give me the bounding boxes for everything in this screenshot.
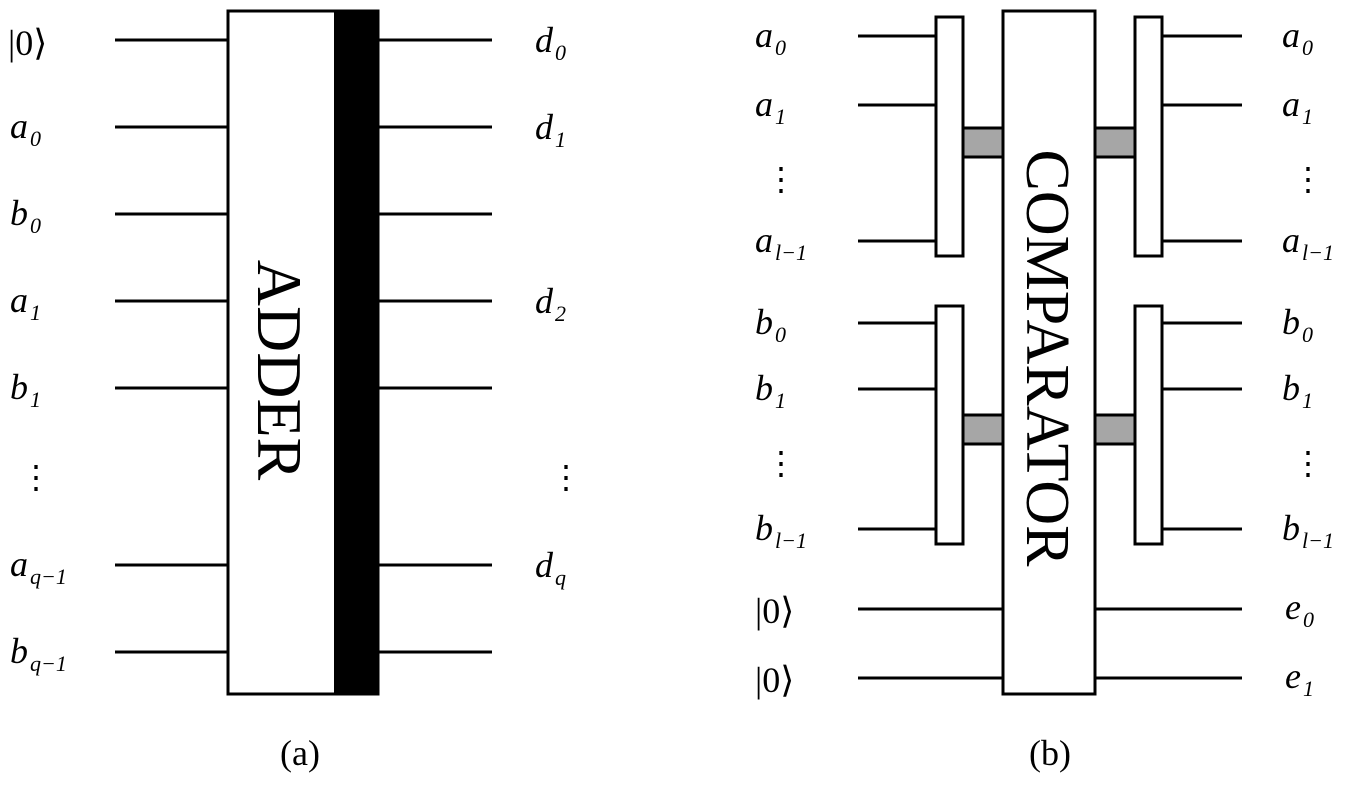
comparator-input-label: ⋮ — [765, 161, 797, 197]
comparator-input-label: bl−1 — [755, 508, 807, 553]
comparator-input-label: a0 — [755, 15, 786, 60]
comparator-output-label: e0 — [1285, 587, 1314, 632]
register-connector — [1093, 413, 1137, 446]
adder-input-label: aq−1 — [10, 544, 67, 589]
adder-black-bar — [334, 11, 378, 694]
register-connector — [961, 126, 1005, 159]
adder-input-label: |0⟩ — [8, 23, 47, 63]
comparator-block-label: COMPARATOR — [1013, 150, 1081, 568]
comparator-output-label: b0 — [1282, 302, 1313, 347]
adder-input-label: bq−1 — [10, 631, 67, 676]
comparator-output-label: a0 — [1282, 15, 1313, 60]
comparator-input-label: ⋮ — [765, 445, 797, 481]
comparator-input-label: |0⟩ — [755, 660, 794, 700]
adder-output-label: dq — [535, 545, 566, 590]
adder-input-label: ⋮ — [20, 459, 52, 495]
comparator-output-label: bl−1 — [1282, 508, 1334, 553]
panel-a: ADDER |0⟩ a0 b0 a1 b1 ⋮ aq−1 bq−1 d0 d1 … — [8, 9, 582, 773]
register-a-right-box — [1133, 15, 1164, 258]
comparator-input-label: |0⟩ — [755, 591, 794, 631]
comparator-output-label: e1 — [1285, 656, 1314, 701]
adder-output-label: d2 — [535, 281, 566, 326]
panel-b: COMPARATOR a0 a1 ⋮ al−1 b0 b1 ⋮ bl−1 |0⟩… — [755, 9, 1334, 773]
comparator-input-label: al−1 — [755, 220, 807, 265]
register-connector — [961, 413, 1005, 446]
adder-input-label: b0 — [10, 193, 41, 238]
comparator-input-label: b1 — [755, 368, 786, 413]
comparator-output-label: ⋮ — [1292, 445, 1324, 481]
register-b-right-box — [1133, 304, 1164, 546]
panel-a-caption: (a) — [280, 733, 320, 773]
adder-output-label: ⋮ — [550, 459, 582, 495]
adder-block-label: ADDER — [244, 260, 315, 481]
adder-output-label: d1 — [535, 107, 566, 152]
comparator-input-label: a1 — [755, 84, 786, 129]
comparator-output-label: a1 — [1282, 84, 1313, 129]
comparator-block — [1001, 9, 1097, 696]
comparator-input-label: b0 — [755, 302, 786, 347]
comparator-output-label: b1 — [1282, 368, 1313, 413]
comparator-output-label: ⋮ — [1292, 161, 1324, 197]
adder-input-label: b1 — [10, 367, 41, 412]
register-a-left-box — [934, 15, 965, 258]
register-connector — [1093, 126, 1137, 159]
comparator-output-label: al−1 — [1282, 220, 1334, 265]
adder-output-label: d0 — [535, 20, 566, 65]
register-b-left-box — [934, 304, 965, 546]
panel-b-caption: (b) — [1029, 733, 1071, 773]
adder-input-label: a0 — [10, 106, 41, 151]
adder-input-label: a1 — [10, 280, 41, 325]
